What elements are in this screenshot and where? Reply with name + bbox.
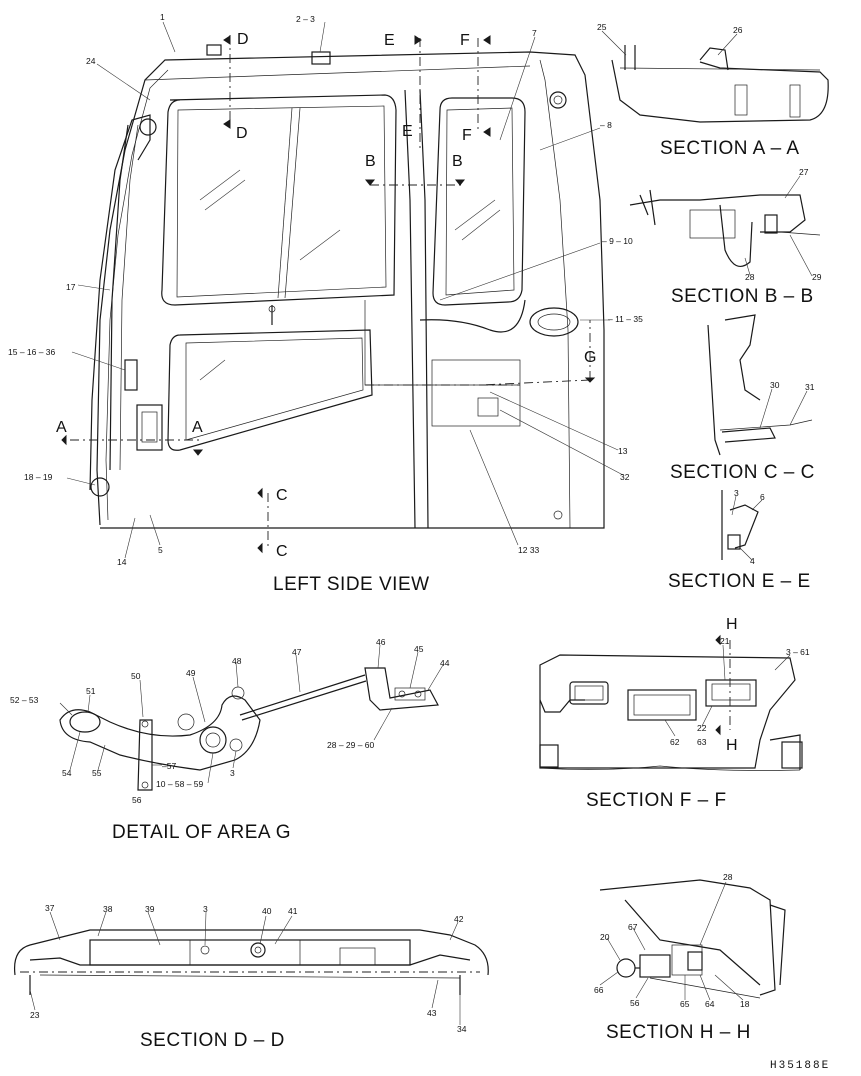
callout: 27	[799, 167, 809, 177]
callout: 13	[618, 446, 628, 456]
caption-left-side-view: LEFT SIDE VIEW	[273, 574, 430, 595]
callout: 30	[770, 380, 780, 390]
callout: 62	[670, 737, 680, 747]
callout: 42	[454, 914, 464, 924]
callout: 28	[723, 872, 733, 882]
callout: 10 – 58 – 59	[156, 779, 204, 789]
section-c-c: 30 31 SECTION C – C	[670, 314, 815, 483]
callout: 48	[232, 656, 242, 666]
detail-area-g: 50 51 52 – 53 54 55 56 –57 10 – 58 – 59 …	[10, 637, 450, 843]
callout: 56	[630, 998, 640, 1008]
caption-section-c-c: SECTION C – C	[670, 462, 815, 483]
callout: – 8	[600, 120, 612, 130]
callout: 37	[45, 903, 55, 913]
callout: 43	[427, 1008, 437, 1018]
callout: 3	[230, 768, 235, 778]
callout: 15 – 16 – 36	[8, 347, 56, 357]
callout: 65	[680, 999, 690, 1009]
callout: 55	[92, 768, 102, 778]
callout: 21	[720, 636, 730, 646]
callout: – 9 – 10	[602, 236, 633, 246]
callout: 20	[600, 932, 610, 942]
callout: 46	[376, 637, 386, 647]
callout: 12 33	[518, 545, 540, 555]
section-e-e: 3 6 4 SECTION E – E	[668, 488, 811, 592]
callout: 18	[740, 999, 750, 1009]
callout: 32	[620, 472, 630, 482]
callout: 63	[697, 737, 707, 747]
drawing-code: H35188E	[770, 1060, 830, 1072]
callout: 2 – 3	[296, 14, 315, 24]
caption-detail-area-g: DETAIL OF AREA G	[112, 822, 291, 843]
label-e-top: E	[384, 32, 395, 49]
callout: 23	[30, 1010, 40, 1020]
caption-section-d-d: SECTION D – D	[140, 1030, 285, 1051]
callout: 14	[117, 557, 127, 567]
callout: 28	[745, 272, 755, 282]
caption-section-a-a: SECTION A – A	[660, 138, 800, 159]
label-g: G	[584, 349, 596, 366]
callout: –57	[162, 761, 176, 771]
callout: 31	[805, 382, 815, 392]
section-a-a: 25 26 SECTION A – A	[597, 22, 829, 159]
label-b-left: B	[365, 153, 376, 170]
label-h-top: H	[726, 616, 738, 633]
callout: 64	[705, 999, 715, 1009]
callout: 29	[812, 272, 822, 282]
callout: 44	[440, 658, 450, 668]
section-d-d: 37 38 39 3 40 41 42 23 43 34 SECTION D –…	[13, 903, 489, 1051]
callout: 45	[414, 644, 424, 654]
callout: 3	[734, 488, 739, 498]
label-b-right: B	[452, 153, 463, 170]
label-h-bottom: H	[726, 737, 738, 754]
callout: 7	[532, 28, 537, 38]
callout: 17	[66, 282, 76, 292]
label-d-bottom: D	[236, 125, 248, 142]
callout: 1	[160, 12, 165, 22]
caption-section-e-e: SECTION E – E	[668, 571, 811, 592]
callout: 22	[697, 723, 707, 733]
callout: 66	[594, 985, 604, 995]
callout: 25	[597, 22, 607, 32]
label-a-right: A	[192, 419, 203, 436]
callout: 51	[86, 686, 96, 696]
callout: – 11 – 35	[608, 314, 643, 324]
callout: 56	[132, 795, 142, 805]
callout: 49	[186, 668, 196, 678]
callout: 4	[750, 556, 755, 566]
callout: 18 – 19	[24, 472, 53, 482]
callout: 41	[288, 906, 298, 916]
label-d-top: D	[237, 31, 249, 48]
callout: 26	[733, 25, 743, 35]
caption-section-h-h: SECTION H – H	[606, 1022, 751, 1043]
label-f-bottom: F	[462, 127, 472, 144]
callout: 28 – 29 – 60	[327, 740, 375, 750]
callout: 5	[158, 545, 163, 555]
label-f-top: F	[460, 32, 470, 49]
callout: 47	[292, 647, 302, 657]
label-c-bottom: C	[276, 543, 288, 560]
label-c-top: C	[276, 487, 288, 504]
callout: 38	[103, 904, 113, 914]
section-b-b: 27 28 29 SECTION B – B	[629, 167, 822, 307]
callout: 67	[628, 922, 638, 932]
label-a-left: A	[56, 419, 67, 436]
label-e-bottom: E	[402, 123, 413, 140]
callout: 24	[86, 56, 96, 66]
callout: 39	[145, 904, 155, 914]
callout: 40	[262, 906, 272, 916]
callout: 52 – 53	[10, 695, 39, 705]
caption-section-f-f: SECTION F – F	[586, 790, 727, 811]
section-f-f: H H 21 3 – 61 22 63 62 SECTION F – F	[539, 616, 810, 811]
callout: 3 – 61	[786, 647, 810, 657]
left-side-view: D D E E F F B B A A C C G 1 2 – 3 7 – 8 …	[8, 12, 643, 595]
callout: 3	[203, 904, 208, 914]
section-h-h: 28 67 20 66 56 65 64 18 SECTION H – H	[594, 872, 786, 1043]
callout: 54	[62, 768, 72, 778]
caption-section-b-b: SECTION B – B	[671, 286, 814, 307]
callout: 34	[457, 1024, 467, 1034]
callout: 50	[131, 671, 141, 681]
callout: 6	[760, 492, 765, 502]
